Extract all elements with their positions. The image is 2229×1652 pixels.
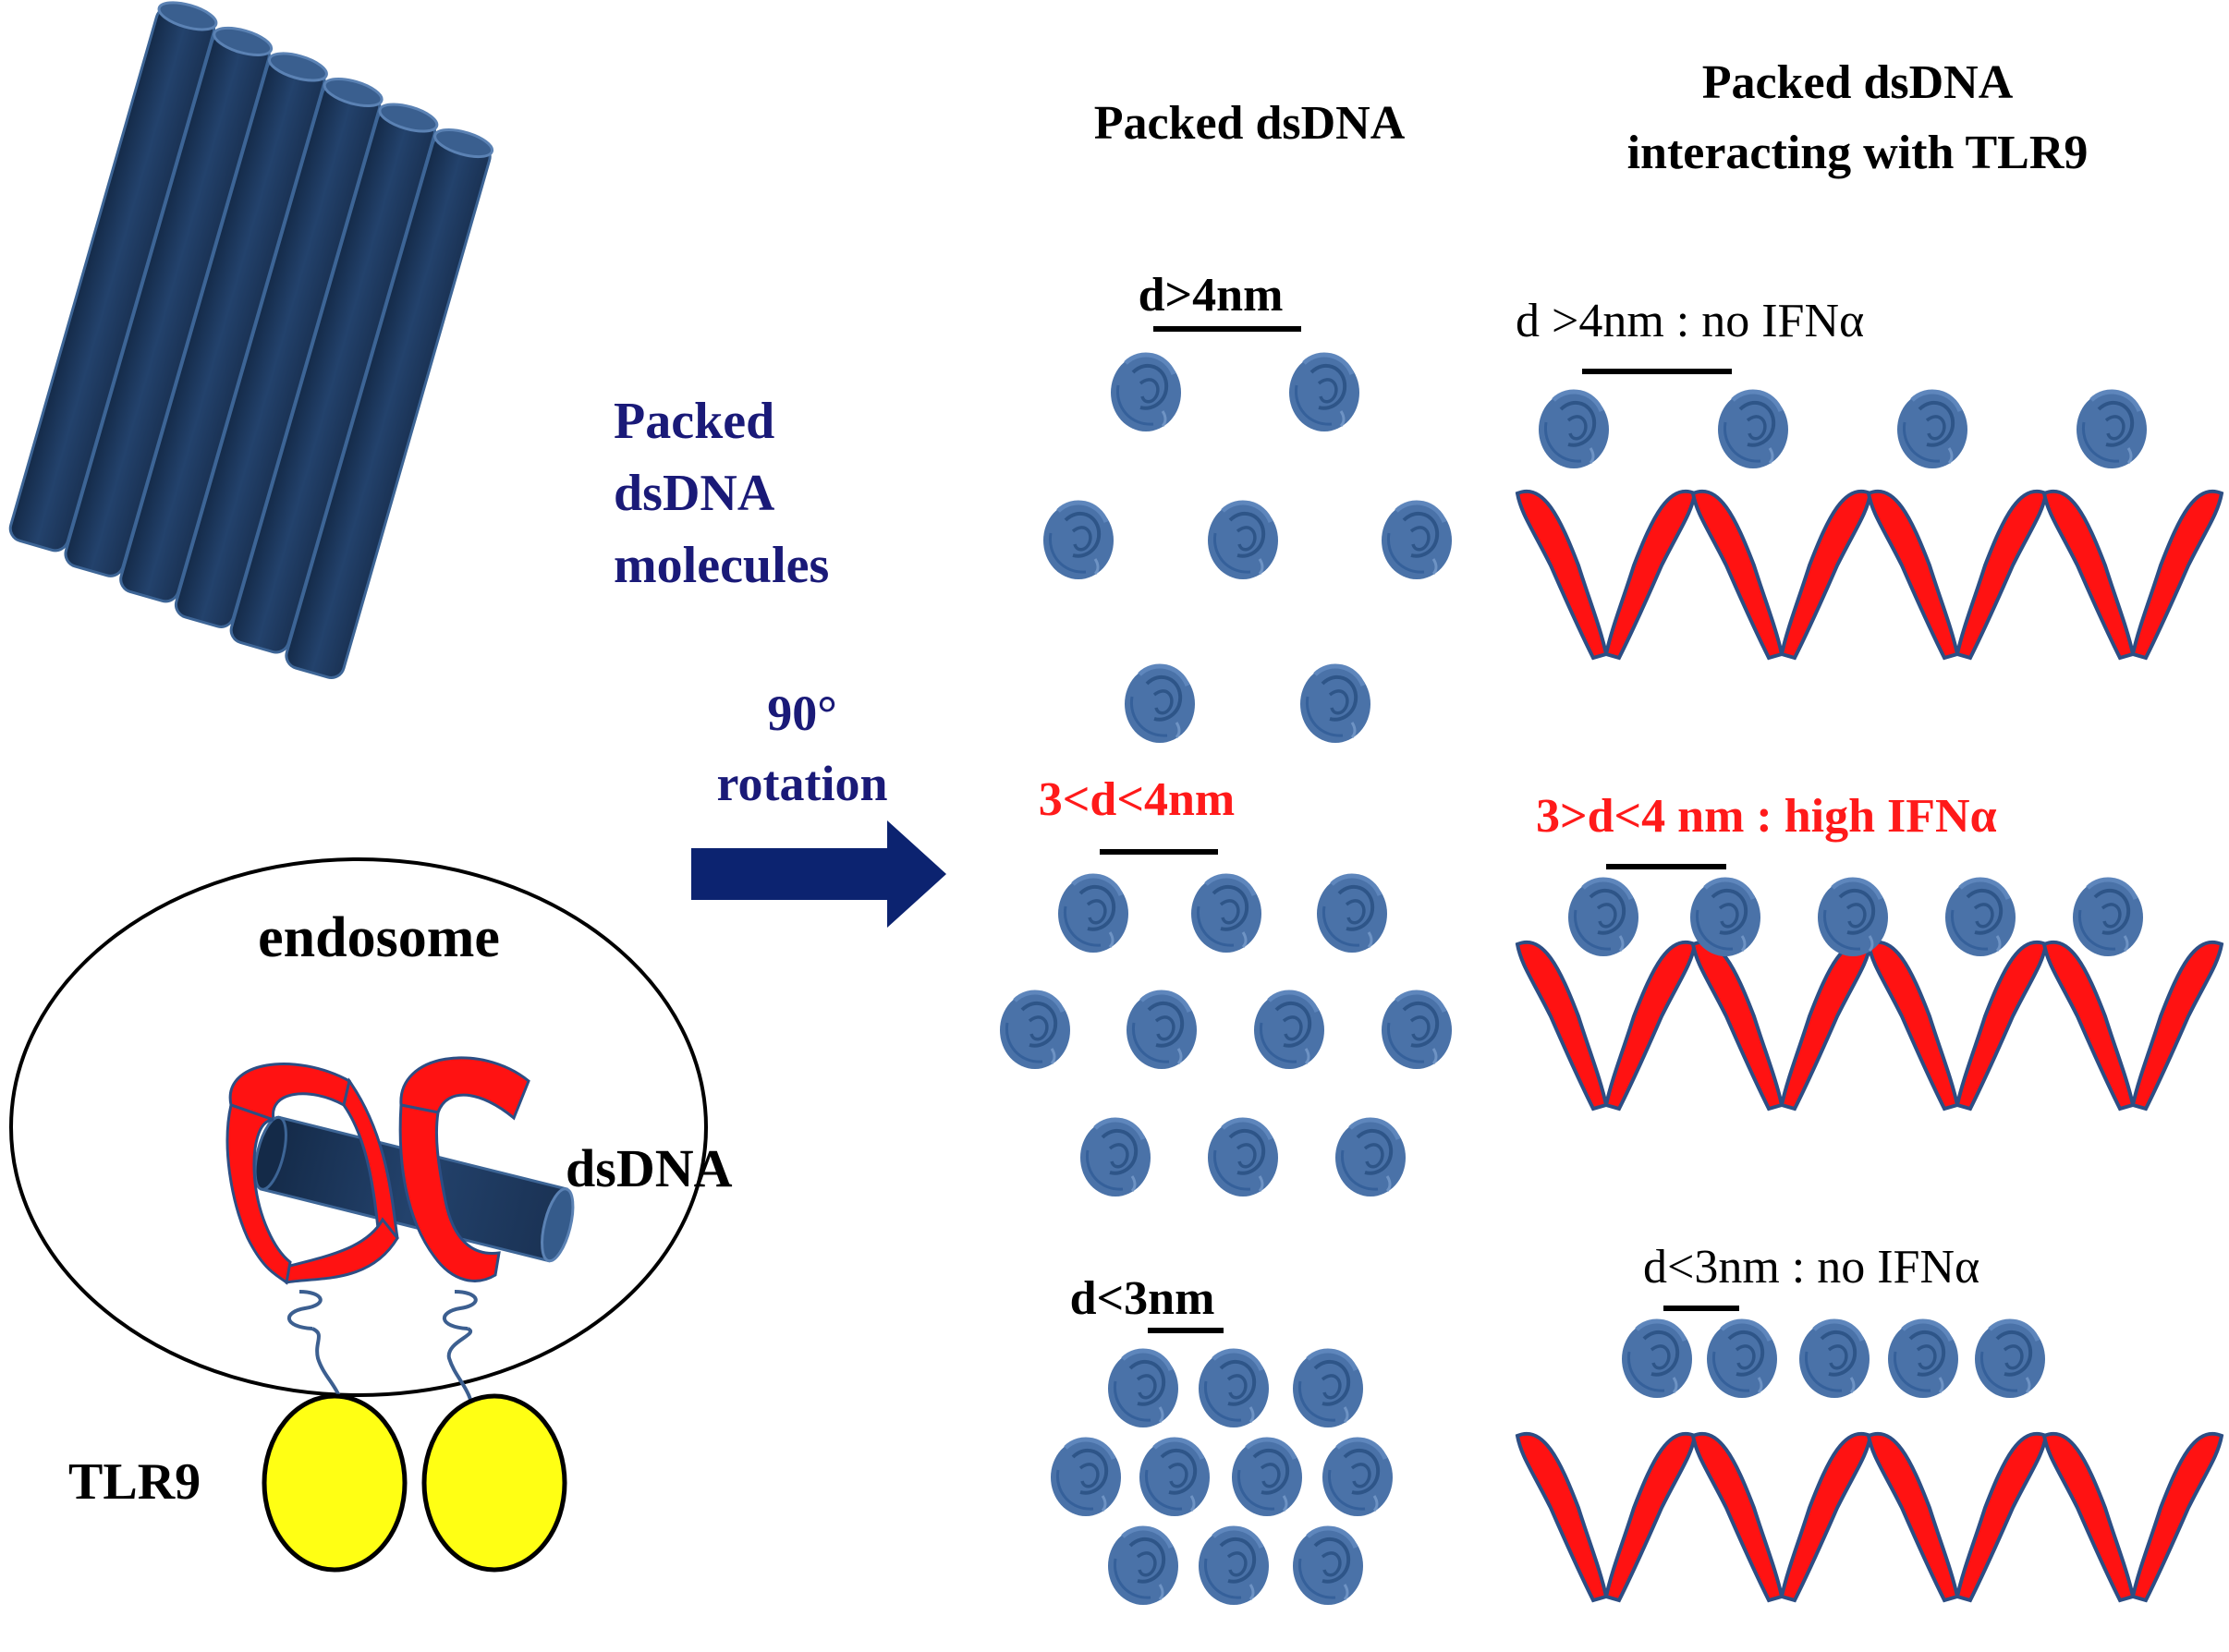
dna-cross-section xyxy=(1208,1119,1278,1196)
packed-dsdna-rods xyxy=(8,1,494,679)
row-1-spacing-label: d>4nm xyxy=(1139,269,1284,322)
tlr9-v-shape xyxy=(1691,489,1872,660)
row-1-ligands xyxy=(1539,391,2147,468)
dna-cross-section xyxy=(1254,991,1324,1069)
row-3-ligands xyxy=(1622,1320,2045,1398)
endosome-membrane xyxy=(9,857,708,1397)
row-2-interaction-label: 3>d<4 nm : high IFNα xyxy=(1536,790,1997,843)
dna-cross-section xyxy=(1897,391,1967,468)
dna-cross-section xyxy=(1293,1350,1363,1427)
header-interacting-line1: Packed dsDNA xyxy=(1702,56,2014,109)
dna-cross-section xyxy=(1127,991,1197,1069)
dna-cross-section xyxy=(1718,391,1788,468)
tlr9-v-shape xyxy=(2042,489,2223,660)
molecules-label-line1: Packed xyxy=(614,393,774,450)
dna-cross-section xyxy=(1199,1350,1269,1427)
row-3-spacing-label: d<3nm xyxy=(1070,1272,1215,1325)
dna-cross-section xyxy=(1707,1320,1777,1398)
tlr9-v-shape xyxy=(1516,489,1697,660)
rotation-label-line2: rotation xyxy=(717,756,888,811)
dna-cross-section xyxy=(1300,665,1370,743)
row-3-cross-sections xyxy=(1051,1350,1393,1605)
dna-cross-section xyxy=(1051,1439,1121,1516)
dna-cross-section xyxy=(1539,391,1609,468)
dna-cross-section xyxy=(1080,1119,1151,1196)
dna-cross-section xyxy=(1191,875,1261,953)
dna-cross-section xyxy=(1382,502,1452,579)
tlr9-v-shape xyxy=(1867,1431,2048,1602)
row-2-spacing-label: 3<d<4nm xyxy=(1039,773,1235,826)
header-interacting-line2: interacting with TLR9 xyxy=(1627,127,2089,179)
row-1: d>4nm d >4nm : no IFNα xyxy=(1043,269,2223,743)
tlr9-oval-right xyxy=(421,1393,567,1573)
dna-cross-section xyxy=(1043,502,1114,579)
row-1-tlr9-array xyxy=(1516,489,2223,660)
dna-cross-section xyxy=(1322,1439,1393,1516)
rotation-arrow xyxy=(691,820,946,928)
tlr9-v-shape xyxy=(1867,489,2048,660)
tlr9-v-shape xyxy=(1691,940,1872,1111)
molecules-label-line2: dsDNA xyxy=(614,465,775,522)
dna-cross-section xyxy=(2077,391,2147,468)
dna-cross-section xyxy=(1111,354,1181,431)
row-3: d<3nm d<3nm : no IFNα xyxy=(1051,1241,2223,1605)
dna-cross-section xyxy=(1289,354,1359,431)
endosome-label: endosome xyxy=(258,906,500,969)
dna-cross-section xyxy=(1818,879,1888,956)
dna-cross-section xyxy=(1108,1350,1178,1427)
dsdna-label: dsDNA xyxy=(566,1138,733,1198)
dna-cross-section xyxy=(1568,879,1638,956)
rotation-label-line1: 90° xyxy=(767,686,837,741)
tlr9-oval-left xyxy=(262,1393,408,1573)
dna-cross-section xyxy=(1293,1527,1363,1605)
tlr9-v-shape xyxy=(1516,940,1697,1111)
row-2-tlr9-array xyxy=(1516,940,2223,1111)
dna-cross-section xyxy=(1208,502,1278,579)
dna-cross-section xyxy=(1888,1320,1958,1398)
dna-cross-section xyxy=(1108,1527,1178,1605)
row-2-cross-sections xyxy=(1000,875,1452,1196)
dna-cross-section xyxy=(1058,875,1128,953)
dna-cross-section xyxy=(1317,875,1387,953)
dna-cross-section xyxy=(1335,1119,1406,1196)
tlr9-dimer-with-dsdna xyxy=(225,1056,575,1285)
dna-cross-section xyxy=(1199,1527,1269,1605)
header-packed: Packed dsDNA xyxy=(1094,97,1406,150)
dna-cross-section xyxy=(1622,1320,1692,1398)
dna-cross-section xyxy=(1000,991,1070,1069)
row-3-interaction-label: d<3nm : no IFNα xyxy=(1643,1241,1979,1294)
dna-cross-section xyxy=(1139,1439,1210,1516)
row-2: 3<d<4nm 3>d<4 nm : high IFNα xyxy=(1000,773,2223,1196)
dna-cross-section xyxy=(1232,1439,1302,1516)
dna-cross-section xyxy=(1975,1320,2045,1398)
dna-cross-section xyxy=(2073,879,2143,956)
dna-cross-section xyxy=(1125,665,1195,743)
dna-cross-section xyxy=(1690,879,1760,956)
molecules-label-line3: molecules xyxy=(614,537,829,594)
tlr9-v-shape xyxy=(2042,940,2223,1111)
tlr9-v-shape xyxy=(1867,940,2048,1111)
tlr9-v-shape xyxy=(1516,1431,1697,1602)
row-1-cross-sections xyxy=(1043,354,1452,743)
dna-cross-section xyxy=(1382,991,1452,1069)
dna-cross-section xyxy=(1945,879,2016,956)
row-1-interaction-label: d >4nm : no IFNα xyxy=(1516,295,1864,347)
row-3-tlr9-array xyxy=(1516,1431,2223,1602)
dna-cross-section xyxy=(1799,1320,1870,1398)
tlr9-label: TLR9 xyxy=(68,1453,201,1511)
tlr9-v-shape xyxy=(1691,1431,1872,1602)
tlr9-v-shape xyxy=(2042,1431,2223,1602)
